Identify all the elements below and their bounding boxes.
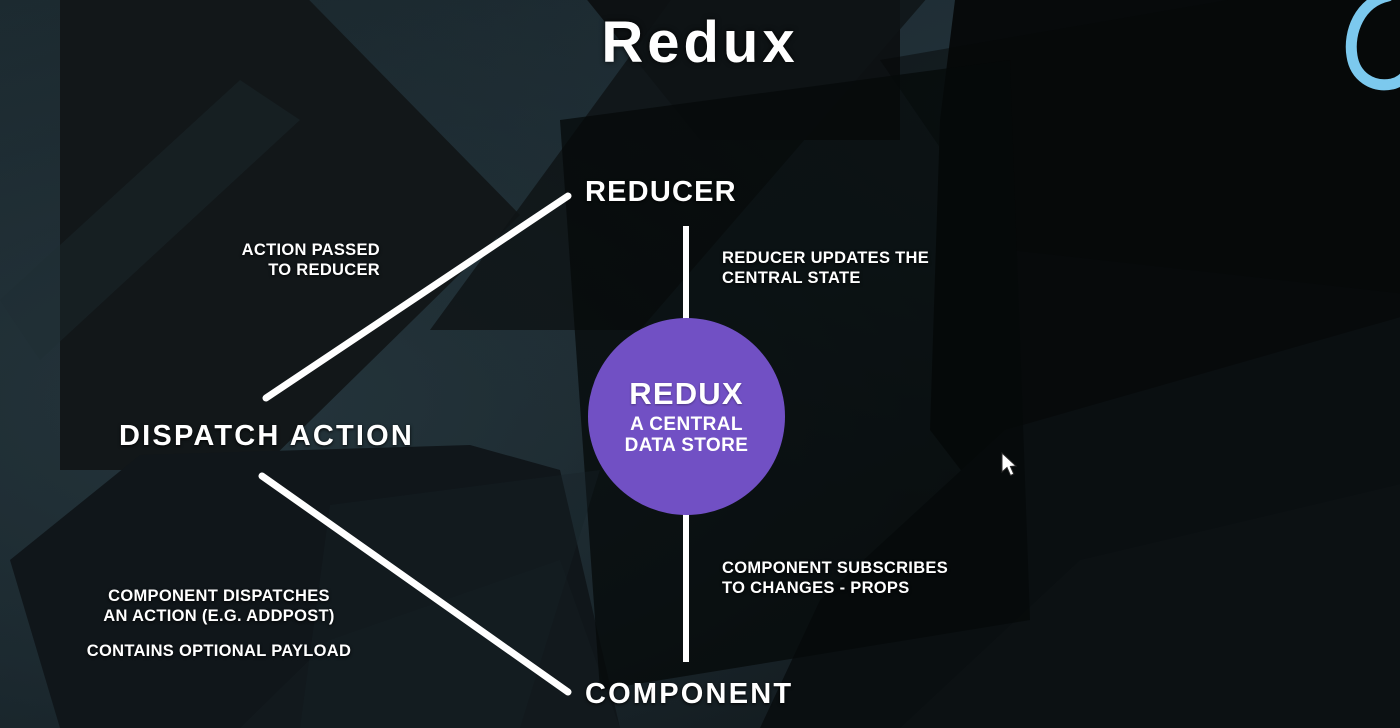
node-label-dispatch-action: DISPATCH ACTION (119, 420, 415, 452)
note-component-dispatches-an-action: COMPONENT DISPATCHES AN ACTION (E.G. ADD… (103, 587, 335, 625)
redux-central-store-node: REDUX A CENTRAL DATA STORE (588, 318, 785, 515)
page-title: Redux (601, 10, 799, 75)
note-action-passed-to-reducer: ACTION PASSED TO REDUCER (241, 241, 380, 279)
note-contains-optional-payload: CONTAINS OPTIONAL PAYLOAD (86, 642, 352, 660)
note-reducer-updates-central-state: REDUCER UPDATES THE CENTRAL STATE (722, 249, 930, 287)
note-component-subscribes-to-changes: COMPONENT SUBSCRIBES TO CHANGES - PROPS (722, 559, 949, 597)
redux-circle-title: REDUX (629, 375, 744, 411)
redux-circle-subtitle: A CENTRAL DATA STORE (624, 413, 749, 456)
node-label-reducer: REDUCER (585, 176, 737, 208)
node-label-component: COMPONENT (585, 678, 794, 710)
